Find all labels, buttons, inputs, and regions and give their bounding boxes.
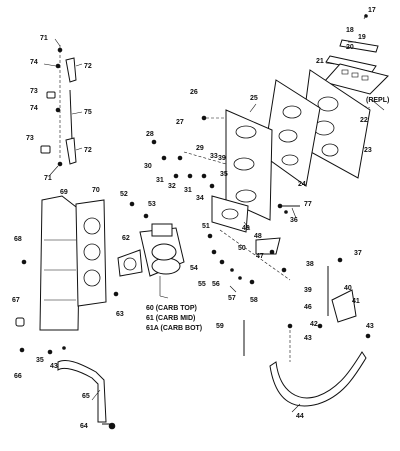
callout-68: 68 (14, 236, 22, 243)
callout-22: 22 (360, 117, 368, 124)
callout-70: 70 (92, 187, 100, 194)
callout-50: 50 (238, 245, 246, 252)
callout-35-lower: 35 (36, 357, 44, 364)
callout-labels: 71 72 74 73 75 73 74 71 72 17 18 19 20 2… (12, 7, 389, 430)
callout-43-mid: 43 (304, 335, 312, 342)
callout-67: 67 (12, 297, 20, 304)
callout-28: 28 (146, 131, 154, 138)
callout-72-bottom: 72 (84, 147, 92, 154)
callout-23: 23 (364, 147, 372, 154)
callout-37: 37 (354, 250, 362, 257)
callout-52: 52 (120, 191, 128, 198)
callout-29: 29 (196, 145, 204, 152)
callout-39-upper: 39 (218, 155, 226, 162)
leader-lines (43, 13, 385, 413)
callout-54: 54 (190, 265, 198, 272)
throttle-linkage (40, 45, 77, 167)
callout-26: 26 (190, 89, 198, 96)
callout-20: 20 (346, 44, 354, 51)
callout-72-top: 72 (84, 63, 92, 70)
callout-repl: (REPL) (366, 97, 389, 104)
callout-31-left: 31 (156, 177, 164, 184)
callout-73-bottom: 73 (26, 135, 34, 142)
callout-31-right: 31 (184, 187, 192, 194)
callout-61-carb-mid: 61 (CARB MID) (146, 315, 195, 322)
callout-49: 49 (242, 225, 250, 232)
callout-63: 63 (116, 311, 124, 318)
callout-65: 65 (82, 393, 90, 400)
callout-25: 25 (250, 95, 258, 102)
callout-66: 66 (14, 373, 22, 380)
callout-71-bottom: 71 (44, 175, 52, 182)
callout-58: 58 (250, 297, 258, 304)
callout-62: 62 (122, 235, 130, 242)
callout-42: 42 (310, 321, 318, 328)
carburetor (117, 201, 185, 296)
callout-43-right: 43 (366, 323, 374, 330)
callout-27: 27 (176, 119, 184, 126)
callout-71-top: 71 (40, 35, 48, 42)
callout-43-left: 43 (50, 363, 58, 370)
callout-59: 59 (216, 323, 224, 330)
callout-34: 34 (196, 195, 204, 202)
callout-41: 41 (352, 298, 360, 305)
callout-40: 40 (344, 285, 352, 292)
callout-77: 77 (304, 201, 312, 208)
callout-24: 24 (298, 181, 306, 188)
callout-18: 18 (346, 27, 354, 34)
callout-19: 19 (358, 34, 366, 41)
callout-69: 69 (60, 189, 68, 196)
callout-39-lower: 39 (304, 287, 312, 294)
callout-46: 46 (304, 304, 312, 311)
callout-48: 48 (254, 233, 262, 240)
callout-61a-carb-bot: 61A (CARB BOT) (146, 325, 202, 332)
callout-56: 56 (212, 281, 220, 288)
callout-64: 64 (80, 423, 88, 430)
callout-36: 36 (290, 217, 298, 224)
callout-75: 75 (84, 109, 92, 116)
callout-35-upper: 35 (220, 171, 228, 178)
callout-51: 51 (202, 223, 210, 230)
callout-57: 57 (228, 295, 236, 302)
callout-32: 32 (168, 183, 176, 190)
callout-33: 33 (210, 153, 218, 160)
reed-plate-assembly (263, 14, 389, 187)
callout-73-top: 73 (30, 88, 38, 95)
callout-60-carb-top: 60 (CARB TOP) (146, 305, 197, 312)
callout-53: 53 (148, 201, 156, 208)
callout-44: 44 (296, 413, 304, 420)
intake-manifold (151, 109, 300, 233)
callout-30: 30 (144, 163, 152, 170)
callout-47: 47 (256, 253, 264, 260)
callout-55: 55 (198, 281, 206, 288)
choke-linkage (207, 229, 291, 356)
callout-74-bottom: 74 (30, 105, 38, 112)
fuel-hose-assembly (57, 257, 371, 430)
callout-17: 17 (368, 7, 376, 14)
callout-74-top: 74 (30, 59, 38, 66)
callout-21: 21 (316, 58, 324, 65)
silencer-cover (15, 195, 119, 355)
callout-38: 38 (306, 261, 314, 268)
